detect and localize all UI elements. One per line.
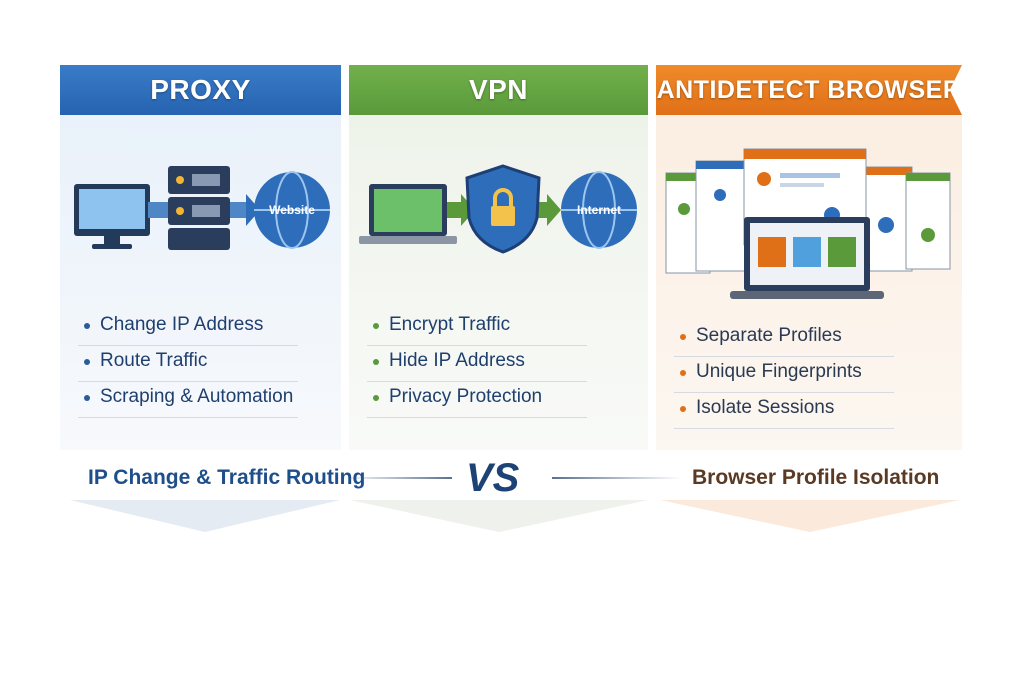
globe-icon bbox=[561, 171, 637, 249]
vpn-chevron bbox=[350, 500, 648, 532]
globe-label: Website bbox=[269, 203, 315, 217]
feature-item: Route Traffic bbox=[78, 346, 298, 382]
antidetect-column: ANTIDETECT BROWSER Separate Profiles Uni… bbox=[656, 65, 962, 450]
vpn-illustration: Internet bbox=[359, 164, 637, 254]
vs-label: VS bbox=[466, 455, 520, 500]
antidetect-header: ANTIDETECT BROWSER bbox=[656, 65, 962, 115]
globe-icon bbox=[254, 171, 330, 249]
feature-item: Unique Fingerprints bbox=[674, 357, 894, 393]
feature-item: Isolate Sessions bbox=[674, 393, 894, 429]
vpn-features: Encrypt Traffic Hide IP Address Privacy … bbox=[367, 310, 587, 418]
feature-item: Separate Profiles bbox=[674, 321, 894, 357]
proxy-column: PROXY Website Change IP Address Route Tr… bbox=[60, 65, 341, 450]
laptop-icon bbox=[359, 184, 457, 244]
monitor-icon bbox=[74, 184, 150, 249]
feature-item: Hide IP Address bbox=[367, 346, 587, 382]
proxy-summary: IP Change & Traffic Routing bbox=[88, 466, 366, 489]
globe-label: Internet bbox=[577, 203, 621, 217]
feature-item: Encrypt Traffic bbox=[367, 310, 587, 346]
laptop-profiles-icon bbox=[730, 217, 884, 299]
shield-lock-icon bbox=[465, 164, 541, 254]
proxy-illustration: Website bbox=[74, 166, 330, 250]
feature-item: Privacy Protection bbox=[367, 382, 587, 418]
divider-line bbox=[552, 477, 682, 479]
vpn-header: VPN bbox=[349, 65, 648, 115]
proxy-header: PROXY bbox=[60, 65, 341, 115]
divider-line bbox=[342, 477, 452, 479]
antidetect-summary: Browser Profile Isolation bbox=[692, 466, 940, 489]
feature-item: Scraping & Automation bbox=[78, 382, 298, 418]
antidetect-chevron bbox=[660, 500, 960, 532]
feature-item: Change IP Address bbox=[78, 310, 298, 346]
server-icon bbox=[168, 166, 230, 250]
proxy-chevron bbox=[70, 500, 340, 532]
proxy-features: Change IP Address Route Traffic Scraping… bbox=[78, 310, 298, 418]
antidetect-features: Separate Profiles Unique Fingerprints Is… bbox=[674, 321, 894, 429]
vpn-column: VPN Internet Encrypt Traffic Hide IP Add… bbox=[349, 65, 648, 450]
antidetect-illustration bbox=[665, 148, 951, 299]
arrow-icon bbox=[148, 194, 260, 226]
